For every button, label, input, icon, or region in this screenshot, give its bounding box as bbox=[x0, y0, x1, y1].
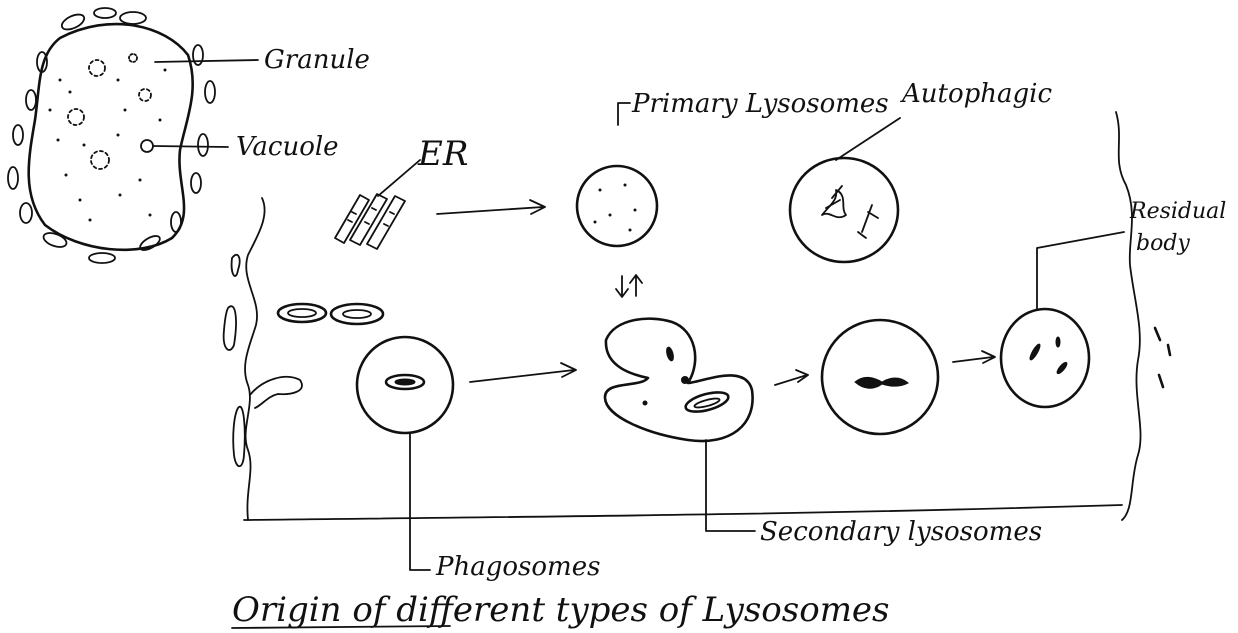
internal-vacuoles bbox=[68, 54, 153, 169]
reversible-arrows bbox=[616, 275, 642, 297]
secondary-lysosomes-label: Secondary lysosomes bbox=[760, 517, 1042, 547]
er-label: ER bbox=[417, 134, 468, 174]
autophagic-leader-line bbox=[836, 118, 900, 160]
vacuole-label: Vacuole bbox=[236, 132, 339, 162]
residual-body bbox=[1001, 309, 1089, 407]
cell-boundary-right bbox=[1116, 112, 1141, 520]
primary-lysosomes-leader-line bbox=[618, 103, 630, 125]
arrow-er-to-primary bbox=[437, 200, 545, 214]
primary-lysosomes-label: Primary Lysosomes bbox=[631, 89, 889, 119]
digesting-lysosome bbox=[822, 320, 938, 434]
autophagic-vacuole bbox=[790, 158, 898, 262]
residual-body-label-line2: body bbox=[1136, 231, 1190, 256]
arrow-to-residual bbox=[953, 351, 995, 363]
phagosomes-label: Phagosomes bbox=[435, 552, 600, 582]
engulfed-particles bbox=[224, 255, 302, 466]
cell-with-granules bbox=[8, 8, 258, 263]
granule-label: Granule bbox=[264, 45, 370, 75]
phagosomes-leader-line bbox=[410, 433, 430, 570]
er-leader-line bbox=[378, 160, 420, 196]
diagram-caption: Origin of different types of Lysosomes bbox=[232, 590, 890, 630]
autophagic-label: Autophagic bbox=[900, 79, 1052, 109]
incoming-vesicles bbox=[278, 304, 383, 324]
residual-body-leader-line bbox=[1037, 232, 1124, 309]
plasma-membrane-bracket bbox=[245, 198, 265, 520]
secondary-lysosome bbox=[605, 319, 753, 441]
residual-body-label-line1: Residual bbox=[1129, 199, 1226, 224]
primary-lysosome bbox=[577, 166, 657, 246]
endoplasmic-reticulum bbox=[335, 160, 420, 249]
phagosome bbox=[357, 337, 453, 433]
vacuole-leader-line bbox=[153, 146, 228, 147]
exocytosed-debris bbox=[1155, 328, 1170, 387]
arrow-phagosome-to-secondary bbox=[470, 363, 576, 382]
granule-leader-line bbox=[155, 60, 258, 62]
secondary-lysosomes-leader-line bbox=[706, 440, 755, 531]
arrow-secondary-to-digestion bbox=[775, 370, 808, 385]
